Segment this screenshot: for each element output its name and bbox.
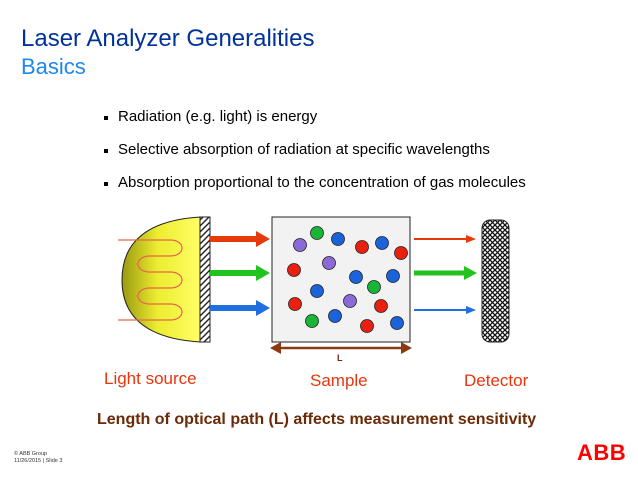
bullet-list: Radiation (e.g. light) is energy Selecti… bbox=[104, 106, 526, 205]
path-length-arrow bbox=[270, 342, 412, 354]
caption: Length of optical path (L) affects measu… bbox=[97, 411, 537, 428]
footer-date-slide: 11/26/2015 | Slide 3 bbox=[14, 458, 62, 464]
footer-copyright: © ABB Group bbox=[14, 451, 48, 457]
path-length-label: L bbox=[337, 353, 343, 363]
emission-wave bbox=[118, 239, 183, 321]
light-source-label: Light source bbox=[104, 369, 197, 388]
bullet-item: Selective absorption of radiation at spe… bbox=[104, 139, 526, 172]
slide-title: Laser Analyzer Generalities bbox=[21, 25, 315, 52]
detector-icon bbox=[481, 219, 510, 343]
incoming-beams bbox=[210, 231, 270, 316]
slide-subtitle: Basics bbox=[21, 54, 86, 79]
sample-label: Sample bbox=[310, 371, 368, 390]
abb-logo: ABB bbox=[577, 440, 627, 465]
detector-label: Detector bbox=[464, 371, 529, 390]
outgoing-beams bbox=[414, 235, 477, 314]
bullet-item: Radiation (e.g. light) is energy bbox=[104, 106, 526, 139]
footer-date: 11/26/2015 bbox=[14, 458, 42, 464]
gas-molecules bbox=[287, 226, 408, 333]
footer-slide-number: | Slide 3 bbox=[42, 458, 63, 464]
bullet-item: Absorption proportional to the concentra… bbox=[104, 172, 526, 205]
light-source-lamp bbox=[118, 216, 211, 343]
sample-cell bbox=[271, 216, 411, 343]
